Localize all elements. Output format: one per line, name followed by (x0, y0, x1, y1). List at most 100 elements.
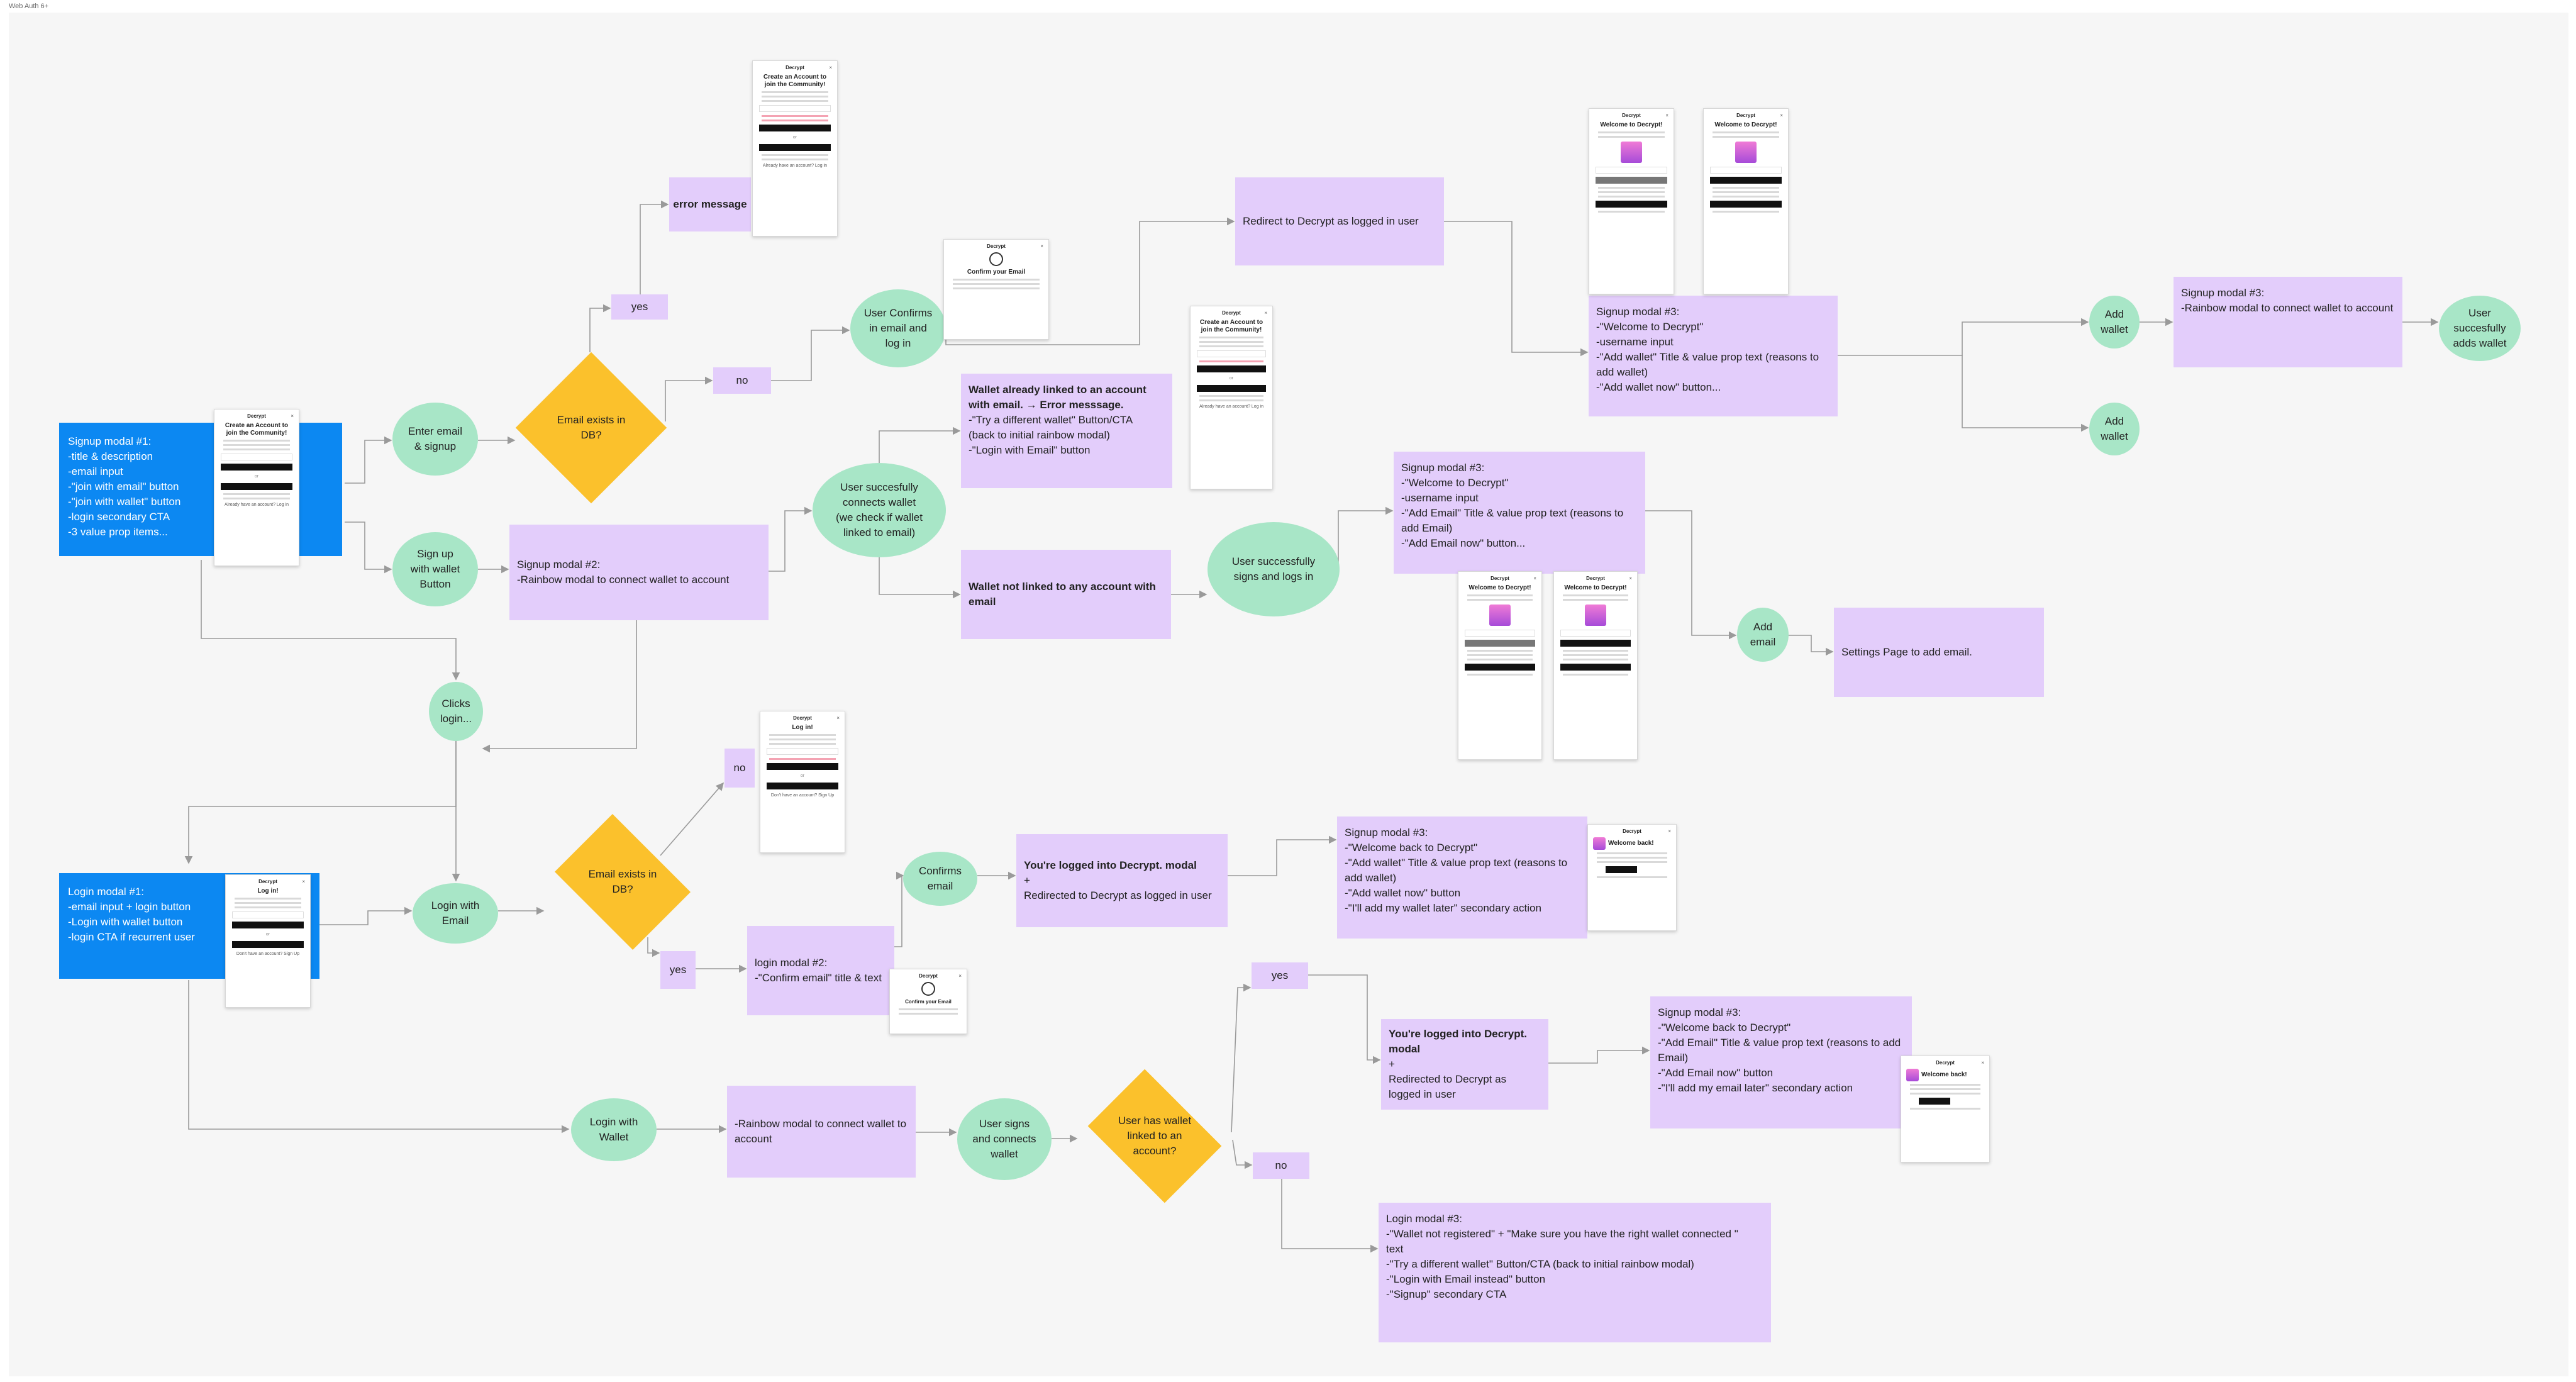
close-icon: × (1981, 1060, 1984, 1066)
has-wallet-diamond: User has wallet linked to an account? (1078, 1069, 1231, 1203)
node-line: Login modal #3: (1386, 1213, 1462, 1225)
signup-modal-2-node: Signup modal #2: -Rainbow modal to conne… (509, 525, 769, 620)
close-icon: × (836, 715, 840, 721)
brand-label: Decrypt (1623, 828, 1641, 834)
node-line: -"Wallet not registered" + "Make sure yo… (1386, 1228, 1738, 1240)
node-line: User successfully (1231, 555, 1316, 567)
mock-title: Confirm your Email (967, 269, 1026, 276)
confirms-email-node: Confirms email (903, 852, 977, 906)
node-line: Sign up (417, 548, 453, 560)
edge-signup3a-addwallet2 (1962, 355, 2089, 432)
node-line: Clicks (441, 698, 470, 710)
welcome-mock-4: Decrypt× Welcome to Decrypt! (1553, 571, 1638, 760)
user-confirms-node: User Confirms in email and log in (850, 289, 946, 367)
node-line: -"join with wallet" button (68, 496, 181, 508)
edge-diamond1-yes1 (589, 304, 611, 352)
settings-page-node: Settings Page to add email. (1834, 608, 2044, 697)
welcome-mock-1: Decrypt× Welcome to Decrypt! (1589, 108, 1674, 294)
node-line: (we check if wallet (836, 511, 923, 523)
mock-title: Welcome to Decrypt! (1468, 584, 1531, 591)
edge-confirms-redirect (945, 217, 1235, 345)
mock-footer: Already have an account? Log in (1199, 404, 1263, 409)
brand-label: Decrypt (919, 973, 938, 979)
node-line: Add (2104, 415, 2124, 427)
node-line: account (735, 1133, 772, 1145)
brand-label: Decrypt (1736, 113, 1755, 118)
yes-tag-3: yes (1252, 962, 1308, 989)
brand-label: Decrypt (987, 243, 1006, 249)
add-wallet-2-node: Add wallet (2089, 403, 2140, 455)
no-tag-3: no (1253, 1152, 1309, 1179)
login-email-node: Login with Email (413, 883, 498, 944)
mock-title: Confirm your Email (905, 999, 952, 1005)
edge-signup3b-addemail (1644, 510, 1737, 640)
logged-modal-2-node: You're logged into Decrypt. modal + Redi… (1381, 1019, 1548, 1110)
diamond-line: Email exists in (557, 414, 626, 426)
node-line: adds wallet (2453, 337, 2507, 349)
node-line: -username input (1596, 336, 1674, 348)
node-line: -"Add wallet now" button... (1596, 381, 1721, 393)
wallet-linked-node: Wallet already linked to an account with… (961, 374, 1172, 488)
diamond-line: DB? (580, 429, 602, 441)
wallet-not-linked-node: Wallet not linked to any account with em… (961, 550, 1171, 639)
node-line: login modal #2: (755, 957, 828, 969)
edge-signs-signup3b (1338, 506, 1394, 569)
node-line: -login CTA if recurrent user (68, 931, 195, 943)
close-icon: × (1264, 310, 1267, 316)
node-line: succesfully (2453, 322, 2506, 334)
diamond-line: DB? (612, 883, 633, 895)
brand-label: Decrypt (1222, 310, 1241, 316)
create-account-error-mock: Decrypt× Create an Account to join the C… (752, 60, 838, 237)
node-line: add Email) (1401, 522, 1453, 534)
close-icon: × (958, 973, 962, 979)
mock-title: Create an Account to join the Community! (225, 422, 289, 437)
node-line: Login with (589, 1116, 638, 1128)
node-line: -"Try a different wallet" Button/CTA (ba… (1386, 1258, 1694, 1270)
or-divider: or (265, 932, 270, 937)
node-line: -"Add wallet" Title & value prop text (r… (1596, 351, 1819, 363)
mock-title: Welcome to Decrypt! (1564, 584, 1627, 591)
edge-login1-loginemail (319, 906, 413, 925)
node-line: add wallet) (1345, 872, 1397, 884)
node-line: linked to email) (843, 527, 916, 538)
frame-label: Web Auth 6+ (9, 3, 49, 10)
brand-label: Decrypt (1936, 1060, 1955, 1066)
user-signs-connects-node: User signs and connects wallet (957, 1098, 1052, 1180)
node-line: Signup modal #3: (2181, 287, 2265, 299)
node-title: You're logged into Decrypt. modal (1024, 859, 1197, 871)
mock-footer: Don't have an account? Sign Up (236, 952, 300, 956)
signup-modal-3-rainbow-node: Signup modal #3: -Rainbow modal to conne… (2174, 277, 2402, 367)
close-icon: × (1665, 113, 1668, 118)
node-line: -"Login with Email instead" button (1386, 1273, 1546, 1285)
close-icon: × (1668, 828, 1671, 834)
node-line: add wallet) (1596, 366, 1648, 378)
edge-redirect-signup3a (1444, 221, 1589, 357)
node-line: -"Welcome to Decrypt" (1401, 477, 1509, 489)
welcome-mock-2: Decrypt× Welcome to Decrypt! (1703, 108, 1789, 294)
node-line: Redirected to Decrypt as logged in user (1024, 889, 1212, 901)
user-connects-wallet-node: User succesfully connects wallet (we che… (813, 463, 946, 557)
node-line: Login with (431, 900, 480, 911)
signup-wallet-button-node: Sign up with wallet Button (392, 532, 478, 606)
node-line: User succesfully (840, 481, 918, 493)
edge-clicks-login1 (184, 740, 457, 864)
node-line: -email input + login button (68, 901, 191, 913)
brand-label: Decrypt (1586, 576, 1605, 581)
node-line: -"Add wallet" Title & value prop text (r… (1345, 857, 1568, 869)
edge-connects-notlinked (879, 542, 961, 599)
edge-no1-confirms (771, 326, 850, 381)
node-line: Add (1753, 621, 1773, 633)
node-line: connects wallet (842, 496, 916, 508)
confirm-email-mock-2: Decrypt × Confirm your Email (889, 969, 967, 1034)
node-line: -"I'll add my wallet later" secondary ac… (1345, 902, 1541, 914)
node-line: -title & description (68, 450, 153, 462)
node-line: signs and logs in (1233, 571, 1314, 582)
brand-label: Decrypt (1491, 576, 1509, 581)
node-line: -Rainbow modal to connect wallet to acco… (2181, 302, 2394, 314)
node-line: Redirected to Decrypt as logged in user (1389, 1073, 1507, 1100)
node-line: wallet (2101, 430, 2128, 442)
node-line: -"Add wallet now" button (1345, 887, 1461, 899)
node-line: + (1024, 874, 1030, 886)
mock-title: Log in! (257, 888, 279, 894)
